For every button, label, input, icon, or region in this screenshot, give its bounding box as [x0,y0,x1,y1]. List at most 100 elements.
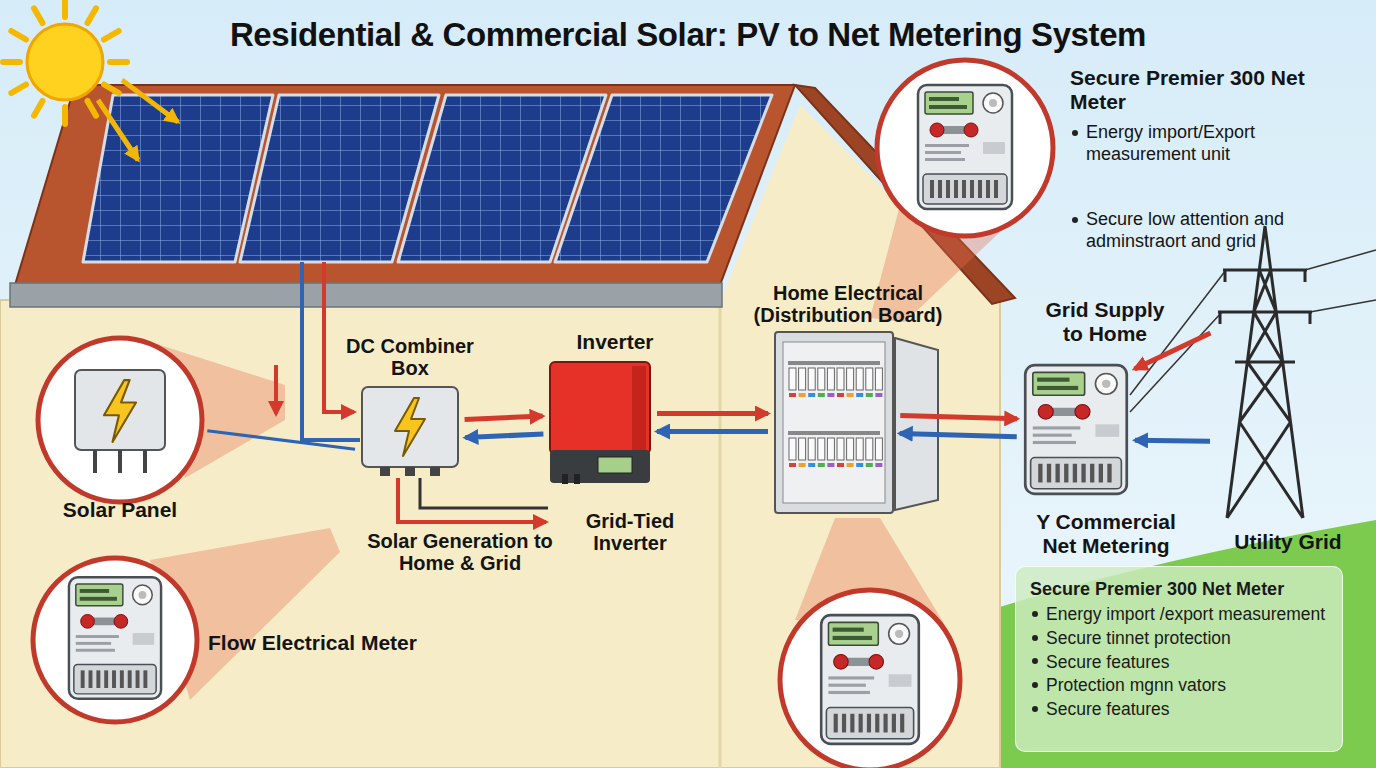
fascia [10,283,722,307]
decor-use [104,380,136,442]
decor-rect [818,368,825,390]
decor-rect [847,438,854,460]
decor-rect [837,438,844,460]
sunlight-arrow [122,80,178,122]
decor-rect [847,368,854,390]
callout-heading: Secure Premier 300 Net Meter [1070,66,1310,113]
decor-rect [550,362,650,454]
decor-rect [799,393,806,397]
bullet-item: Energy import/Export measurement unit [1070,122,1336,165]
node-label: Flow Electrical Meter [208,631,498,655]
bullet-item: Secure low attention and adminstraort an… [1070,209,1336,252]
board-door [895,338,938,510]
bullet-item: Secure tinnet protection [1030,627,1328,651]
box-heading: Secure Premier 300 Net Meter [1030,577,1328,601]
sun [3,0,127,124]
decor-rect [632,366,646,450]
decor-rect [875,393,882,397]
diagram-title: Residential & Commercial Solar: PV to Ne… [88,16,1288,54]
flow-arrow [274,365,278,414]
flow-arrow [900,433,1017,436]
connector [1135,440,1210,442]
decor-rect [866,438,873,460]
decor-rect [856,393,863,397]
bullet-item: Protection mgnn vators [1030,674,1328,698]
bullet-item: Secure features [1030,651,1328,675]
decor-rect [808,393,815,397]
decor-rect [405,467,415,476]
node-label: DC Combiner Box [335,335,485,380]
decor-rect [827,393,834,397]
decor-rect [550,450,650,483]
decor-rect [788,431,880,435]
decor-rect [866,393,873,397]
decor-rect [783,342,885,503]
decor-rect [808,438,815,460]
meter-art [1022,362,1130,497]
decor-rect [856,368,863,390]
spec-box: Secure Premier 300 Net MeterEnergy impor… [1015,566,1343,752]
connector [465,416,544,437]
decor-rect [847,463,854,467]
decor-path [1218,226,1312,518]
edge-label: Grid Supply to Home [1040,298,1170,345]
decor-rect [799,463,806,467]
decor-rect [875,463,882,467]
solar-panel-callout: Solar Panel [35,335,205,505]
decor-rect [574,474,580,484]
flow-arrow [465,434,543,437]
decor-rect [866,368,873,390]
solar-array [83,95,772,262]
power-lines [1130,250,1376,412]
utility-tower: Utility Grid [1215,222,1315,522]
meter-callout [780,590,960,768]
bullet-dot [1032,611,1038,617]
decor-rect [875,438,882,460]
flow-arrow [1135,438,1210,444]
connector [900,415,1018,436]
generation-wire [420,478,548,508]
node-label: Grid-Tied Inverter [570,510,690,555]
decor-use [918,85,1012,209]
decor-polygon [555,95,772,262]
decor-rect [789,368,796,390]
decor-circle [27,24,103,100]
bullet-text: Protection mgnn vators [1046,675,1226,695]
bullet-text: Energy import /export measurement [1046,604,1325,624]
bullet-dot [1032,658,1038,664]
bullet-dot [1032,706,1038,712]
decor-rect [875,368,882,390]
bullet-text: Secure features [1046,652,1170,672]
flow-arrow [900,415,1017,418]
decor-use [1025,365,1127,494]
combiner-art [360,385,460,477]
bullet-text: Secure low attention and adminstraort an… [1086,209,1284,251]
decor-rect [818,438,825,460]
cjunction-art [35,335,205,505]
decor-path [3,0,127,124]
wall-corner [719,300,722,768]
decor-use [69,577,161,699]
bullet-dot [1072,217,1078,223]
callout-heading: Solar Generation to Home & Grid [355,530,565,575]
inverter-box: InverterGrid-Tied Inverter [548,360,652,485]
decor-rect [788,361,880,365]
decor-rect [827,438,834,460]
flow-arrow [657,429,768,434]
node-label: Solar Panel [20,498,220,522]
decor-rect [827,463,834,467]
combiner-box: DC Combiner Box [360,385,460,477]
bullet-text: Secure features [1046,699,1170,719]
decor-path [95,450,145,473]
board-art [773,330,895,515]
node-label: Utility Grid [1223,530,1353,554]
decor-rect [808,368,815,390]
bullet-dot [1032,682,1038,688]
meter-callout [877,60,1053,236]
decor-rect [380,467,390,476]
decor-rect [847,393,854,397]
node-label: Home Electrical (Distribution Board) [743,282,953,327]
